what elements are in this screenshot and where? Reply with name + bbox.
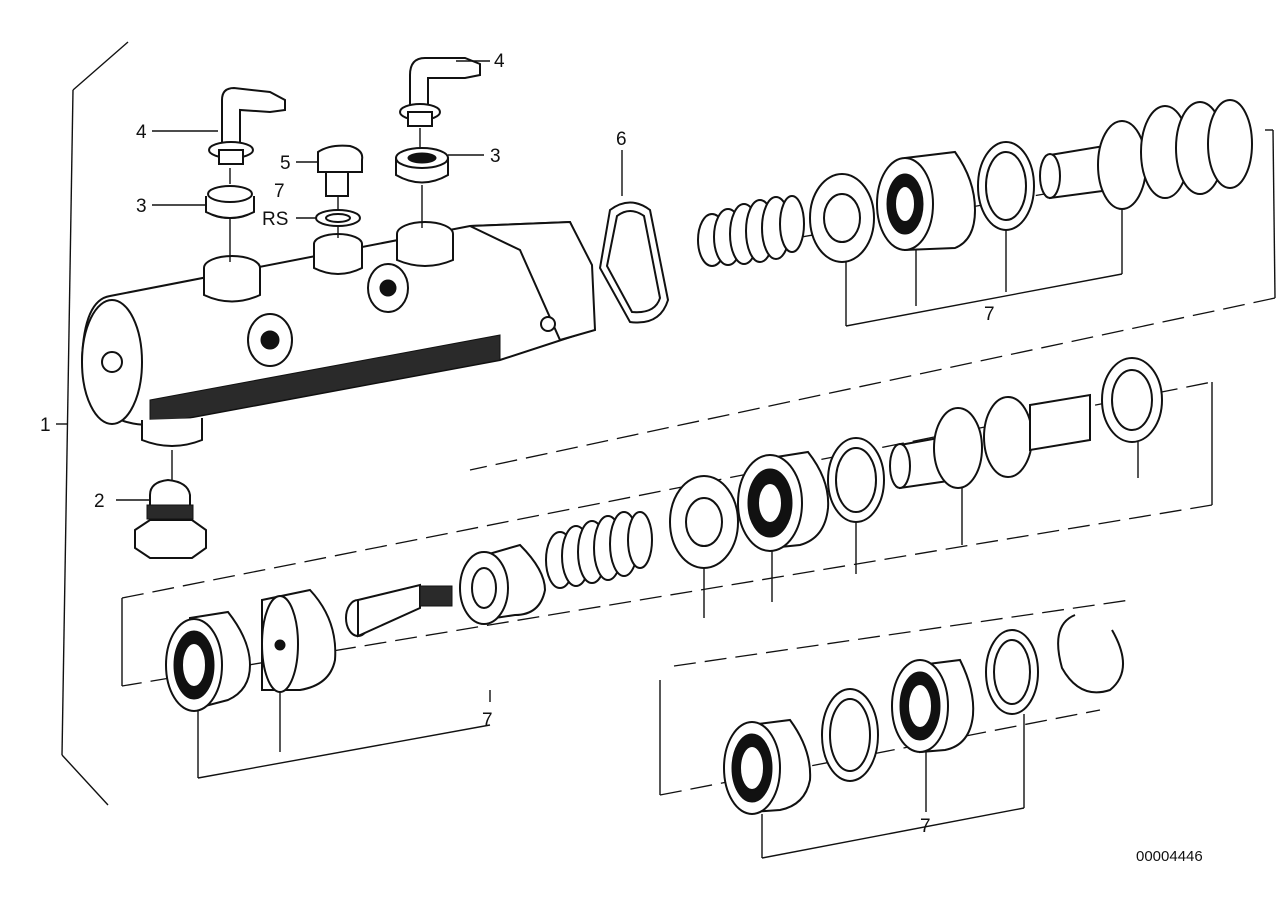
lock-washer-middle (669, 475, 739, 569)
label-drain-plug: 2 (94, 491, 105, 512)
cup-seal-left (165, 610, 252, 712)
cup-seal-bottom-right (891, 658, 975, 754)
screw-plug-part (317, 144, 364, 210)
lock-washer-upper (809, 173, 875, 263)
cylinder-housing (80, 220, 597, 447)
label-kit-bottom: 7 (920, 816, 931, 837)
rs-washer-part (315, 209, 361, 238)
diagram-code: 00004446 (1136, 848, 1203, 865)
housing-group-bracket (56, 41, 129, 806)
ring-end-middle (1101, 357, 1163, 443)
label-elbow-right: 4 (494, 51, 505, 72)
seal-right-part (395, 147, 449, 228)
top-row-parts (469, 99, 1276, 471)
ring-bottom (821, 688, 879, 782)
cup-seal-middle (737, 450, 830, 552)
ring-bottom-right (985, 629, 1039, 715)
drain-plug (134, 450, 207, 559)
middle-row-parts (121, 357, 1213, 779)
circlip (1057, 614, 1124, 694)
spring-middle (545, 511, 653, 589)
elbow-right-part (399, 57, 481, 148)
label-gasket: 6 (616, 129, 627, 150)
valve-pin (345, 583, 453, 638)
cup-seal-upper (876, 150, 977, 252)
label-rs-kit-number: 7 (274, 181, 285, 202)
gasket-part (598, 150, 670, 324)
spacer-sleeve (459, 543, 547, 625)
label-elbow-left: 4 (136, 122, 147, 143)
bottom-row-parts (659, 599, 1131, 859)
ring-upper (977, 141, 1035, 231)
label-housing: 1 (40, 415, 51, 436)
seal-left-part (205, 185, 255, 262)
label-screw-plug: 5 (280, 153, 291, 174)
cone-seal-left (261, 588, 337, 693)
elbow-left-part (208, 86, 286, 184)
label-rs-kit-text: RS (262, 209, 288, 230)
piston-upper (1039, 99, 1253, 210)
label-seal-right: 3 (490, 146, 501, 167)
label-kit-top: 7 (984, 304, 995, 325)
label-leaders (116, 60, 490, 501)
label-kit-middle: 7 (482, 710, 493, 731)
cup-seal-bottom-left (723, 718, 812, 815)
ring-middle (827, 437, 885, 523)
spring-upper (697, 195, 805, 267)
piston-middle (889, 393, 1091, 490)
label-seal-left: 3 (136, 196, 147, 217)
